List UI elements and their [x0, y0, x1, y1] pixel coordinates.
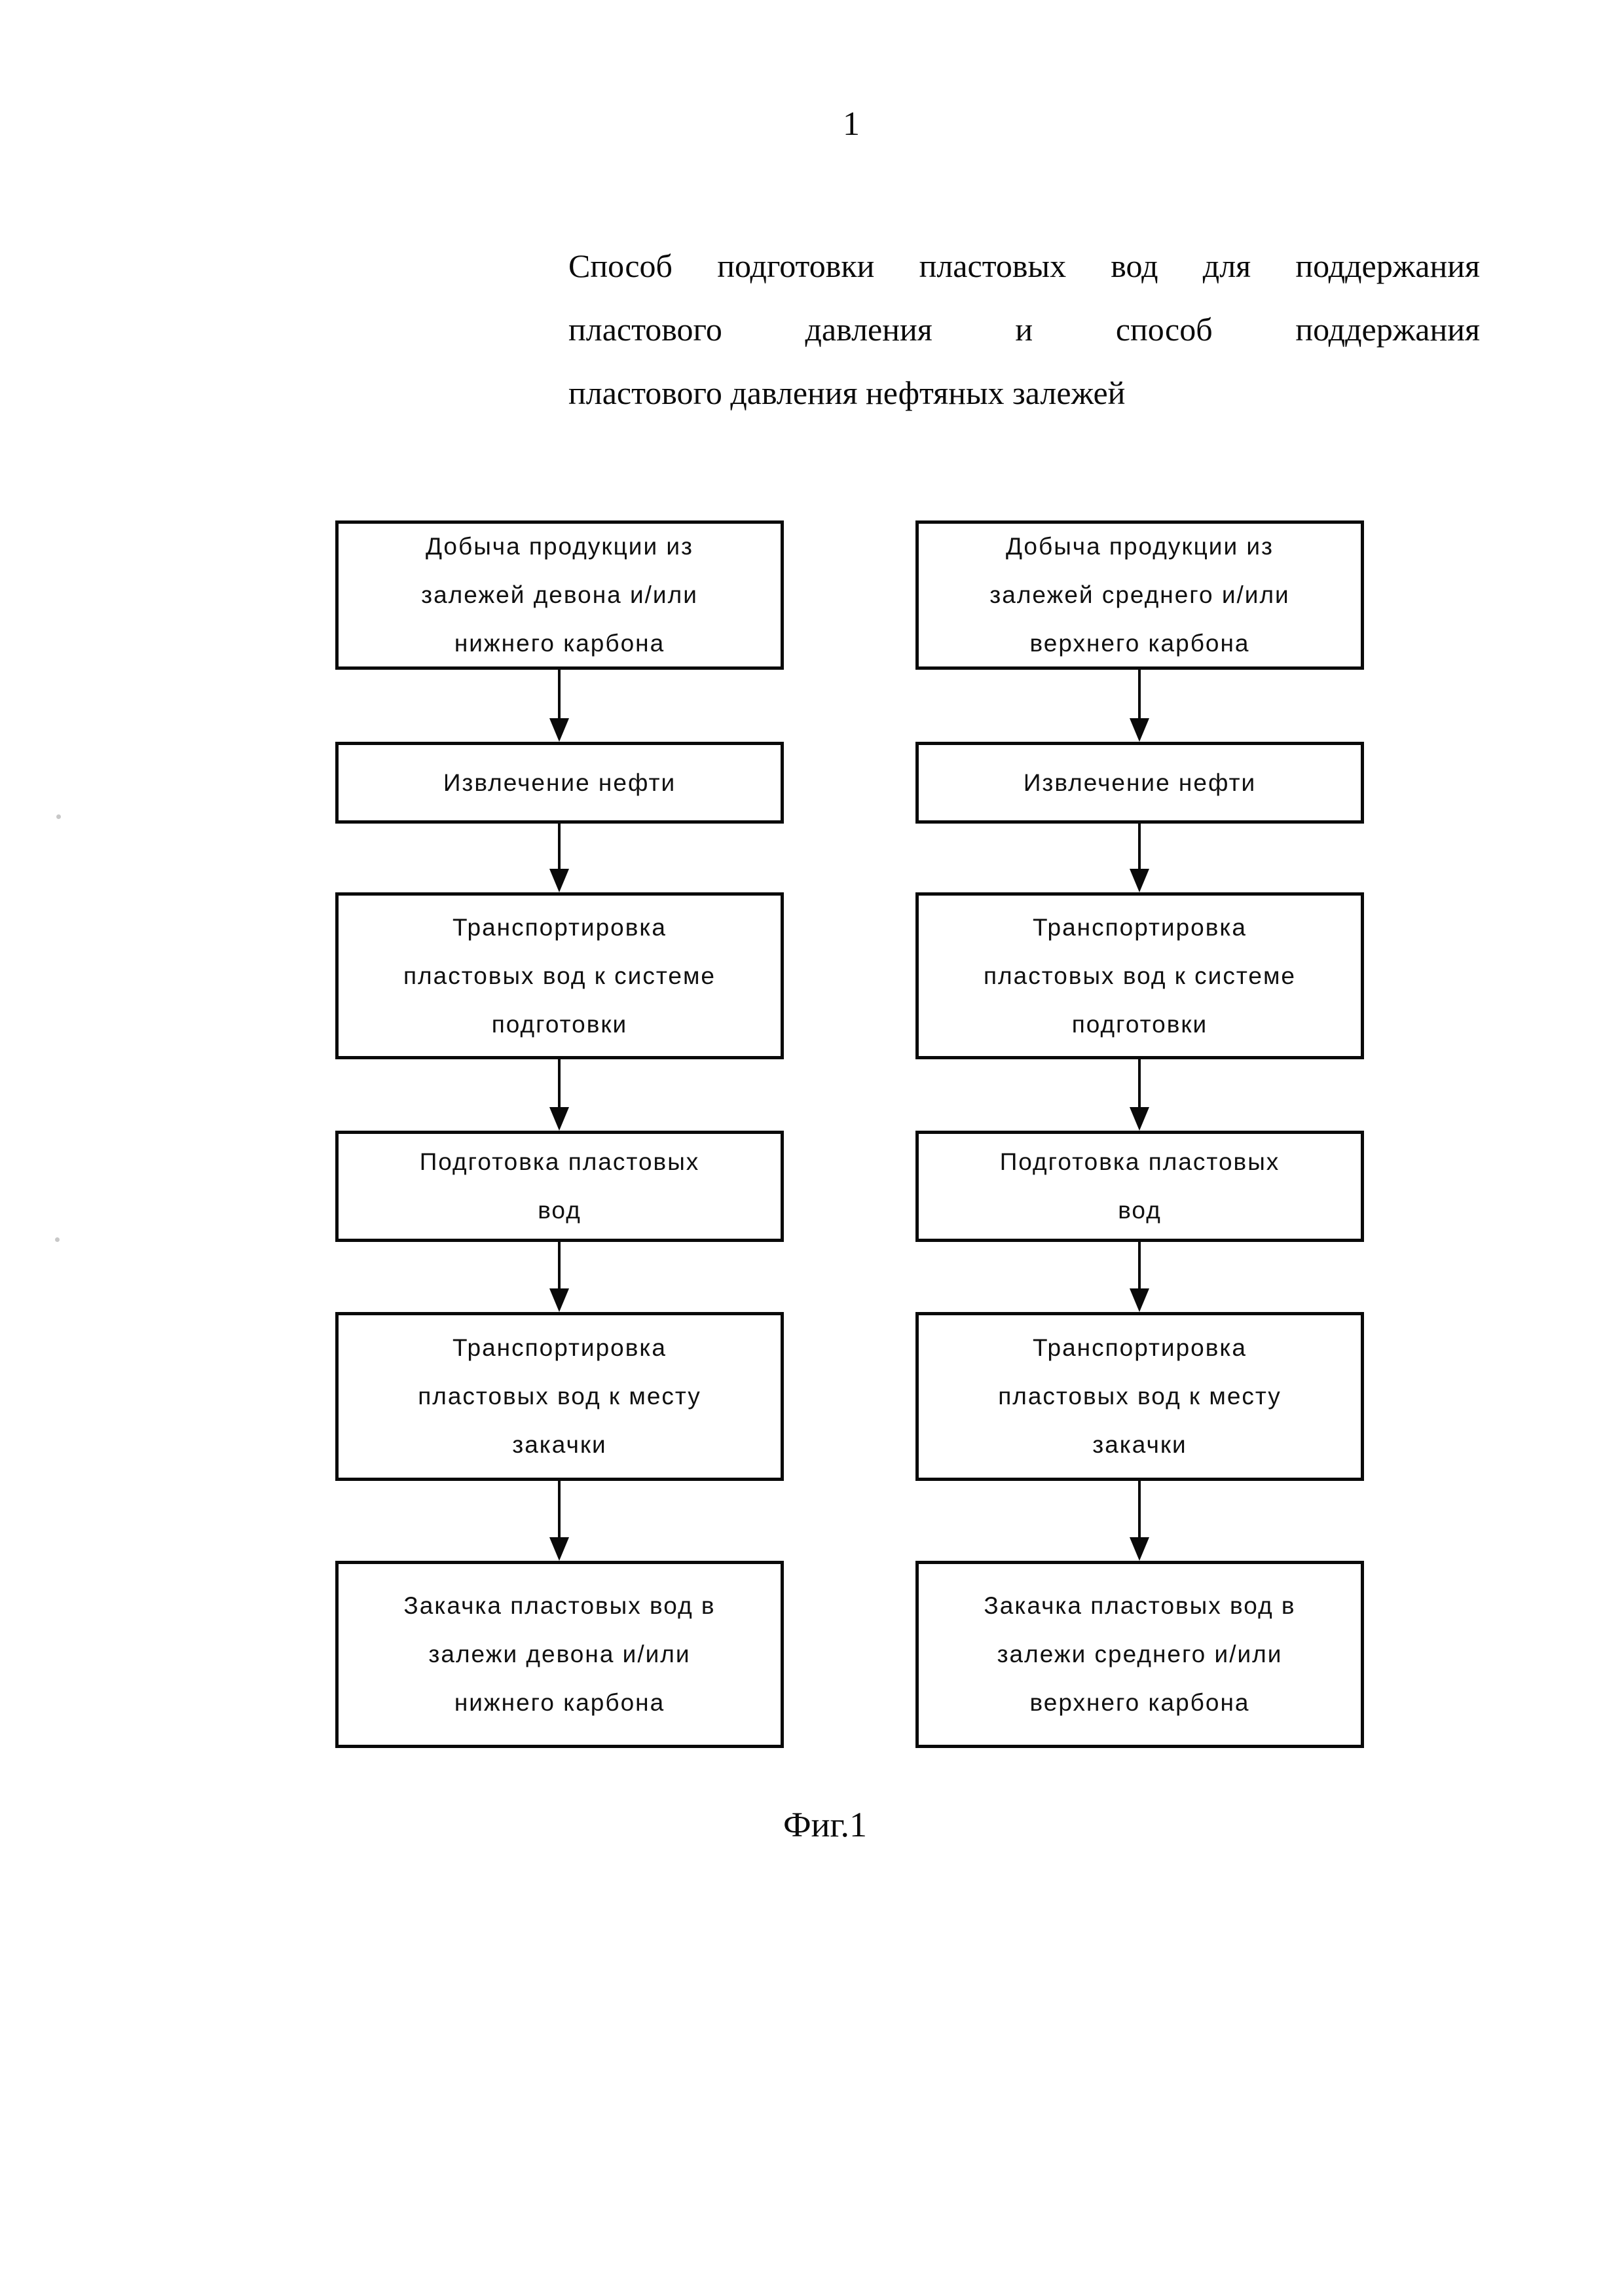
- down-arrow-icon: [549, 1059, 569, 1131]
- down-arrow-icon: [549, 824, 569, 892]
- arrow-shaft: [558, 670, 561, 720]
- flow-step-box-water-treatment-left: Подготовка пластовых вод: [335, 1131, 784, 1242]
- arrow-shaft: [1138, 1059, 1141, 1108]
- down-arrow-icon: [1130, 1481, 1149, 1561]
- scan-speck: [55, 1237, 60, 1242]
- arrow-shaft: [1138, 670, 1141, 720]
- arrow-shaft: [558, 1059, 561, 1108]
- scan-speck: [56, 814, 61, 819]
- down-arrow-icon: [549, 670, 569, 742]
- arrow-head: [1130, 1288, 1149, 1312]
- arrow-head: [549, 869, 569, 892]
- down-arrow-icon: [1130, 670, 1149, 742]
- arrow-shaft: [1138, 824, 1141, 870]
- arrow-shaft: [558, 824, 561, 870]
- arrow-shaft: [1138, 1481, 1141, 1539]
- arrow-head: [549, 718, 569, 742]
- arrow-shaft: [558, 1481, 561, 1539]
- title-line-2: пластового давления и способ поддержания: [568, 311, 1480, 348]
- down-arrow-icon: [1130, 1059, 1149, 1131]
- flow-step-box-transport-to-injection-left: Транспортировка пластовых вод к месту за…: [335, 1312, 784, 1481]
- down-arrow-icon: [549, 1242, 569, 1312]
- flow-step-box-oil-extraction-left: Извлечение нефти: [335, 742, 784, 824]
- title-line-1: Способ подготовки пластовых вод для подд…: [568, 247, 1480, 284]
- down-arrow-icon: [1130, 1242, 1149, 1312]
- flow-step-box-injection-devonian: Закачка пластовых вод в залежи девона и/…: [335, 1561, 784, 1748]
- down-arrow-icon: [549, 1481, 569, 1561]
- flow-step-box-injection-carboniferous: Закачка пластовых вод в залежи среднего …: [915, 1561, 1364, 1748]
- flow-step-box-water-treatment-right: Подготовка пластовых вод: [915, 1131, 1364, 1242]
- arrow-head: [549, 1537, 569, 1561]
- flow-step-box-transport-to-injection-right: Транспортировка пластовых вод к месту за…: [915, 1312, 1364, 1481]
- arrow-head: [1130, 1537, 1149, 1561]
- page-number: 1: [843, 105, 860, 143]
- figure-caption: Фиг.1: [783, 1805, 868, 1844]
- arrow-shaft: [1138, 1242, 1141, 1290]
- arrow-head: [549, 1107, 569, 1131]
- arrow-shaft: [558, 1242, 561, 1290]
- arrow-head: [1130, 718, 1149, 742]
- flow-step-box-transport-to-treatment-left: Транспортировка пластовых вод к системе …: [335, 892, 784, 1059]
- title-line-3: пластового давления нефтяных залежей: [568, 374, 1126, 411]
- flow-step-box-production-carboniferous: Добыча продукции из залежей среднего и/и…: [915, 520, 1364, 670]
- document-title: Способ подготовки пластовых вод для подд…: [568, 234, 1480, 425]
- flow-step-box-oil-extraction-right: Извлечение нефти: [915, 742, 1364, 824]
- down-arrow-icon: [1130, 824, 1149, 892]
- arrow-head: [1130, 869, 1149, 892]
- arrow-head: [1130, 1107, 1149, 1131]
- flow-step-box-production-devonian: Добыча продукции из залежей девона и/или…: [335, 520, 784, 670]
- flow-step-box-transport-to-treatment-right: Транспортировка пластовых вод к системе …: [915, 892, 1364, 1059]
- arrow-head: [549, 1288, 569, 1312]
